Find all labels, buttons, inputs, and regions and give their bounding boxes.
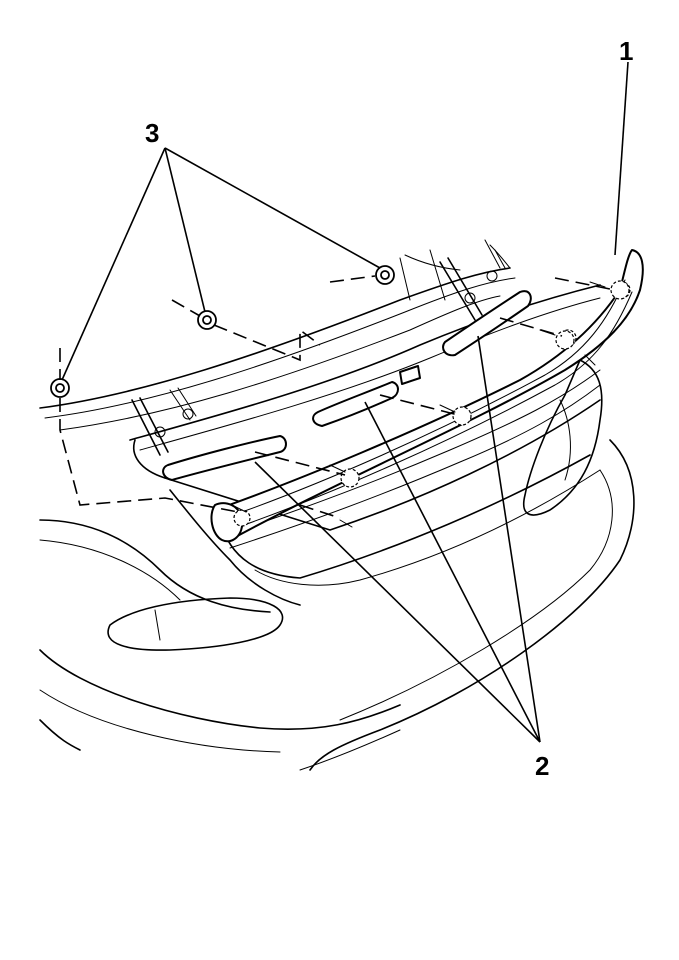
callout-2-label: 2 xyxy=(535,751,549,781)
nut-middle xyxy=(197,310,217,330)
nuts xyxy=(50,265,395,398)
spoiler-stud xyxy=(233,509,251,527)
vehicle-rear-body xyxy=(39,239,635,771)
callout-1-label: 1 xyxy=(619,36,633,66)
spoiler-pads xyxy=(162,290,532,481)
mounting-studs xyxy=(154,270,630,528)
spoiler-pad-center xyxy=(312,381,399,427)
callout-3-label: 3 xyxy=(145,118,159,148)
nut-right xyxy=(375,265,395,285)
installation-lines xyxy=(59,275,616,519)
rear-spoiler xyxy=(210,249,644,543)
nut-left xyxy=(50,378,70,398)
leader-lines xyxy=(61,61,629,743)
spoiler-pad-left xyxy=(162,435,287,481)
spoiler-pad-right xyxy=(442,290,532,357)
